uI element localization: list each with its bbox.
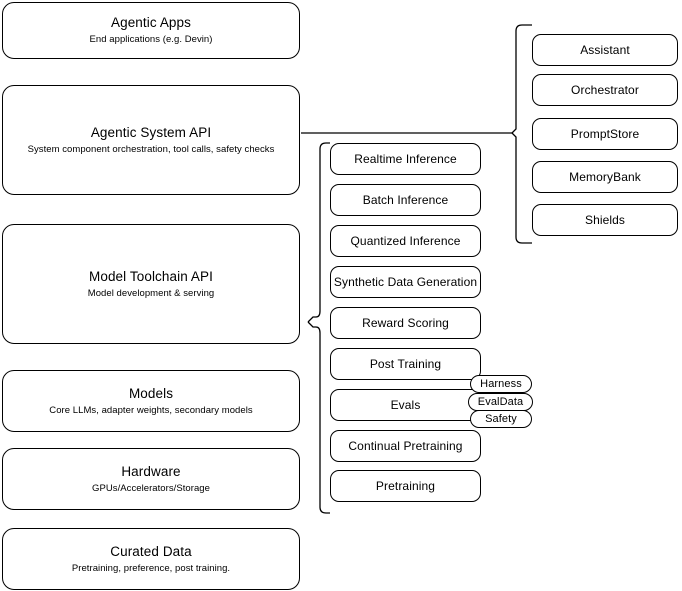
layer-subtitle: Pretraining, preference, post training. (71, 562, 231, 574)
chip-label: Pretraining (375, 479, 436, 493)
toolchain-component-synthetic-data-generation[interactable]: Synthetic Data Generation (330, 266, 481, 298)
tag-label: EvalData (477, 395, 524, 408)
system-component-shields[interactable]: Shields (532, 204, 678, 236)
toolchain-component-continual-pretraining[interactable]: Continual Pretraining (330, 430, 481, 462)
chip-label: Continual Pretraining (348, 439, 463, 453)
system-components-brace (511, 24, 532, 134)
tag-label: Safety (485, 412, 517, 425)
toolchain-component-quantized-inference[interactable]: Quantized Inference (330, 225, 481, 257)
chip-label: Shields (584, 213, 626, 227)
evals-tag-harness[interactable]: Harness (470, 375, 532, 393)
toolchain-component-realtime-inference[interactable]: Realtime Inference (330, 143, 481, 175)
chip-label: Realtime Inference (354, 152, 457, 166)
evals-tag-safety[interactable]: Safety (470, 410, 532, 428)
toolchain-brace-lower (307, 321, 330, 514)
layer-hardware[interactable]: Hardware GPUs/Accelerators/Storage (2, 448, 300, 510)
layer-subtitle: Core LLMs, adapter weights, secondary mo… (49, 404, 253, 416)
layer-title: Agentic Apps (110, 15, 191, 30)
layer-title: Models (128, 385, 174, 401)
toolchain-component-batch-inference[interactable]: Batch Inference (330, 184, 481, 216)
chip-label: MemoryBank (569, 170, 641, 184)
chip-label: Post Training (369, 357, 442, 371)
layer-curated-data[interactable]: Curated Data Pretraining, preference, po… (2, 528, 300, 590)
chip-label: PromptStore (570, 127, 640, 141)
toolchain-brace-upper (307, 142, 330, 323)
tag-label: Harness (480, 377, 522, 390)
toolchain-component-post-training[interactable]: Post Training (330, 348, 481, 380)
chip-label: Orchestrator (571, 83, 639, 97)
chip-label: Batch Inference (362, 193, 449, 207)
layer-title: Agentic System API (90, 124, 212, 140)
layer-subtitle: End applications (e.g. Devin) (89, 34, 213, 45)
evals-tag-evaldata[interactable]: EvalData (468, 393, 533, 411)
chip-label: Synthetic Data Generation (333, 275, 478, 289)
layer-title: Model Toolchain API (89, 268, 213, 284)
chip-label: Quantized Inference (350, 234, 461, 248)
toolchain-component-reward-scoring[interactable]: Reward Scoring (330, 307, 481, 339)
layer-title: Hardware (121, 463, 181, 479)
system-component-promptstore[interactable]: PromptStore (532, 118, 678, 150)
chip-label: Evals (390, 398, 421, 412)
layer-agentic-system-api[interactable]: Agentic System API System component orch… (2, 85, 300, 195)
layer-model-toolchain-api[interactable]: Model Toolchain API Model development & … (2, 224, 300, 344)
chip-label: Assistant (580, 43, 630, 57)
toolchain-component-evals[interactable]: Evals (330, 389, 481, 421)
system-component-memorybank[interactable]: MemoryBank (532, 161, 678, 193)
layer-subtitle: GPUs/Accelerators/Storage (92, 482, 210, 494)
system-component-assistant[interactable]: Assistant (532, 34, 678, 66)
layer-title: Curated Data (110, 543, 192, 559)
toolchain-component-pretraining[interactable]: Pretraining (330, 470, 481, 502)
layer-agentic-apps[interactable]: Agentic Apps End applications (e.g. Devi… (2, 2, 300, 59)
layer-models[interactable]: Models Core LLMs, adapter weights, secon… (2, 370, 300, 432)
system-component-orchestrator[interactable]: Orchestrator (532, 74, 678, 106)
chip-label: Reward Scoring (362, 316, 449, 330)
system-components-brace-lower (511, 132, 532, 244)
layer-subtitle: System component orchestration, tool cal… (27, 143, 275, 155)
layer-subtitle: Model development & serving (87, 287, 215, 299)
